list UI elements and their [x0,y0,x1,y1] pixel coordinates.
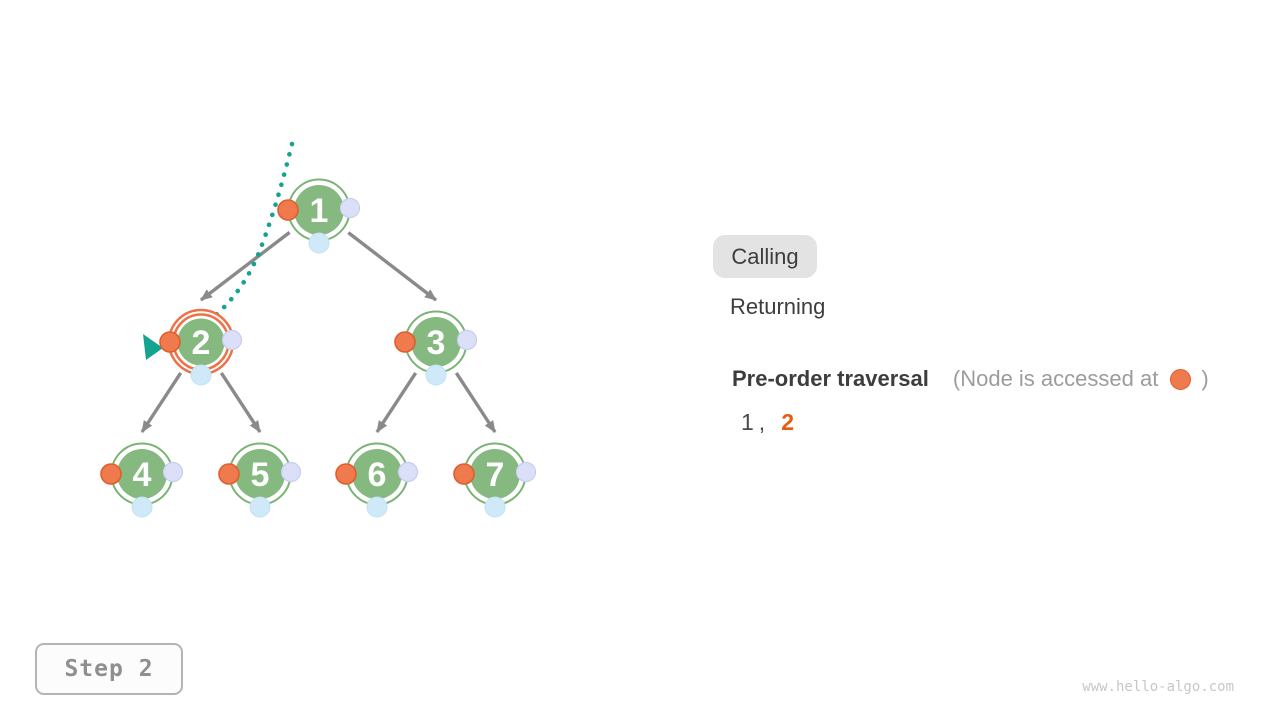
right-slot-dot [456,329,478,351]
access-dot [100,463,122,485]
node-label: 3 [427,324,446,362]
right-slot-dot [162,461,184,483]
node-circle [411,317,461,367]
traversal-note-suffix: ) [1201,366,1209,391]
bottom-slot-dot [249,496,271,518]
right-slot-dot [397,461,419,483]
bottom-slot-dot [366,496,388,518]
tree-node-1: 1 [277,178,361,254]
traversal-title: Pre-order traversal [732,366,929,391]
tree-node-5: 5 [218,442,302,518]
bottom-slot-dot [425,364,447,386]
access-dot [159,331,181,353]
tree-edge [454,371,497,433]
node-circle [235,449,285,499]
node-circle [117,449,167,499]
node-circle [470,449,520,499]
bottom-slot-dot [190,364,212,386]
node-label: 4 [133,456,152,494]
access-dot [394,331,416,353]
tree-edge [140,371,183,433]
step-badge: Step 2 [35,643,183,695]
bottom-slot-dot [308,232,330,254]
node-label: 2 [192,324,211,362]
tree-node-3: 3 [394,310,478,386]
node-label: 1 [310,192,329,230]
tree-edge [219,371,262,433]
right-slot-dot [280,461,302,483]
access-dot [453,463,475,485]
access-dot [277,199,299,221]
bottom-slot-dot [484,496,506,518]
traversal-note-prefix: (Node is accessed at [952,366,1159,391]
node-label: 6 [368,456,387,494]
tree-node-7: 7 [453,442,537,518]
right-slot-dot [515,461,537,483]
right-slot-dot [221,329,243,351]
legend-returning-label: Returning [730,294,826,319]
traversal-legend-row: Pre-order traversal (Node is accessed at… [732,366,1209,392]
tree-edge [199,231,291,302]
node-circle [294,185,344,235]
node-circle [177,318,225,366]
sequence-item: 1 [741,409,754,435]
tree-edge [375,371,418,433]
access-dot [335,463,357,485]
node-circle [352,449,402,499]
node-label: 5 [251,456,270,494]
tree-edge [347,231,438,302]
watermark: www.hello-algo.com [1082,679,1234,695]
tree-node-4: 4 [100,442,184,518]
tree-node-6: 6 [335,442,419,518]
right-slot-dot [339,197,361,219]
sequence-list: 1,2 [741,409,794,436]
bottom-slot-dot [131,496,153,518]
access-dot [218,463,240,485]
sequence-item: 2 [781,409,794,435]
node-label: 7 [486,456,505,494]
sequence-separator: , [758,409,766,435]
tree-node-2: 2 [159,308,243,386]
access-dot-icon [1170,368,1192,390]
trail-arrowhead [143,334,163,360]
legend-calling-badge: Calling [713,235,817,278]
